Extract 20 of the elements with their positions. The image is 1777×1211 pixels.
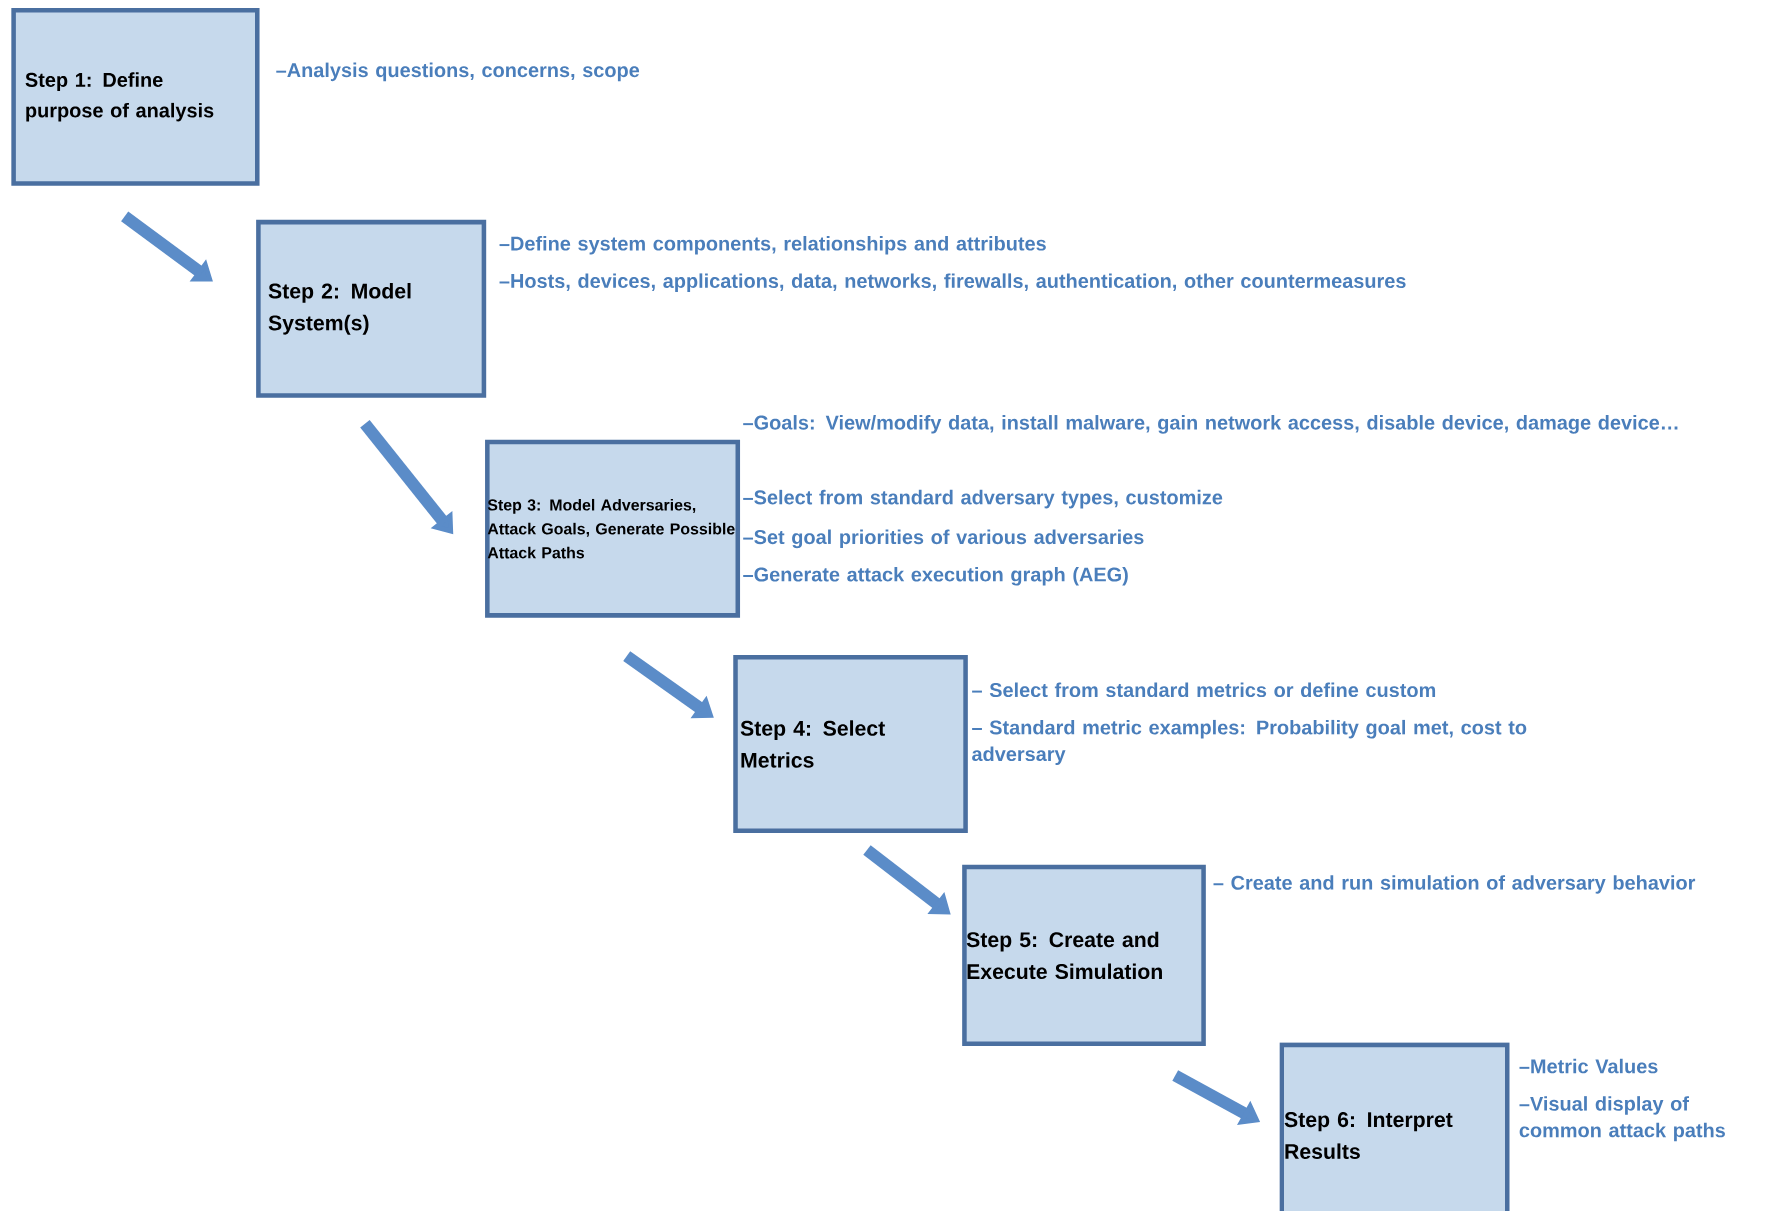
note-text: –Select from standard adversary types, customize xyxy=(743,489,1223,509)
block-arrow xyxy=(121,211,213,282)
note-text: –Metric Values xyxy=(1519,1058,1658,1074)
note-text: – Select from standard metrics or define custom xyxy=(972,682,1436,697)
note-text: –Goals: View/modify data, install malware, gain network access, disable device, damage device… xyxy=(743,414,1678,434)
note-text: –Visual display of common attack paths xyxy=(1519,1095,1725,1142)
note-text: – Standard metric examples: Probability goal met, cost to adversary xyxy=(972,719,1527,765)
note-text: – Create and run simulation of adversary behavior xyxy=(1213,874,1696,894)
step-box: Step 6: Interpret Results xyxy=(1279,1042,1510,1211)
step-box: Step 4: Select Metrics xyxy=(733,654,968,833)
step-box: Step 3: Model Adversaries, Attack Goals, Generate Possible Attack Paths xyxy=(485,439,741,618)
note-text: –Define system components, relationships and attributes xyxy=(499,235,1046,255)
step-box: Step 2: Model System(s) xyxy=(256,219,487,398)
step-box: Step 1: Define purpose of analysis xyxy=(11,7,260,186)
note-text: –Set goal priorities of various adversaries xyxy=(743,529,1144,548)
note-text: –Hosts, devices, applications, data, networks, firewalls, authentication, other countermeasures xyxy=(499,273,1406,292)
note-text: –Analysis questions, concerns, scope xyxy=(276,62,640,81)
note-text: –Generate attack execution graph (AEG) xyxy=(743,566,1128,586)
block-arrow xyxy=(360,419,454,534)
step-box: Step 5: Create and Execute Simulation xyxy=(962,864,1206,1046)
